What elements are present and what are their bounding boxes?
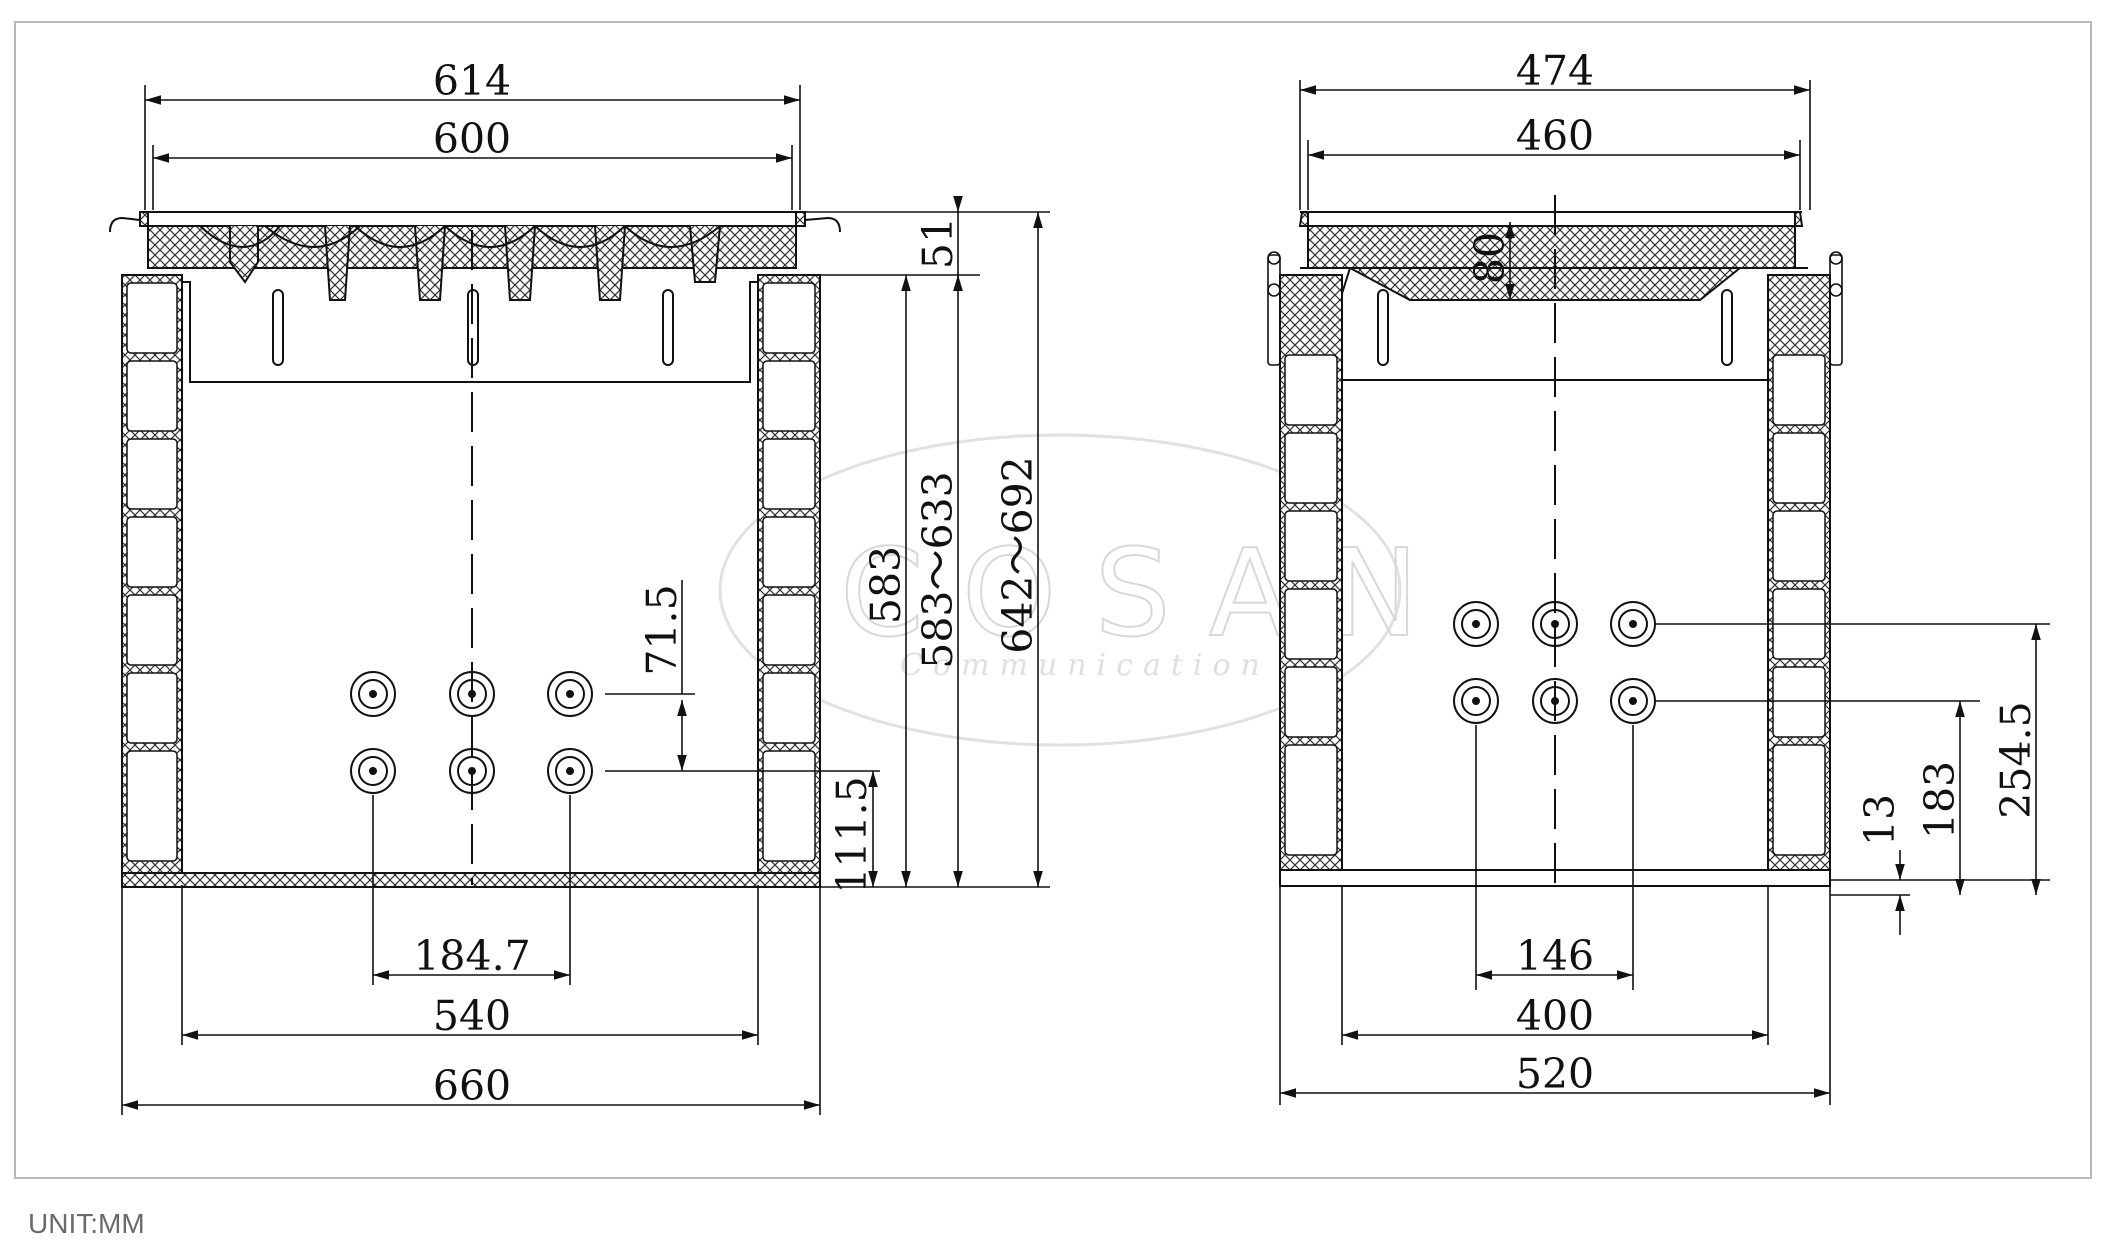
- front-view: [109, 211, 841, 888]
- front-dim-660: 660: [433, 1062, 511, 1110]
- front-dim-51: 51: [914, 217, 962, 269]
- front-dimension-labels: 614 600 51 583 583～633 642～692 71.5 111.…: [413, 57, 1042, 1110]
- front-dim-583-633: 583～633: [914, 471, 962, 669]
- side-dim-183: 183: [1916, 761, 1964, 839]
- side-dim-400: 400: [1516, 992, 1594, 1040]
- side-lid: [1298, 211, 1804, 301]
- side-dim-474: 474: [1516, 47, 1594, 95]
- front-dim-184-7: 184.7: [413, 932, 530, 980]
- side-dim-520: 520: [1516, 1050, 1594, 1098]
- side-dim-80: 80: [1466, 232, 1514, 284]
- side-dimension-labels: 474 460 80 254.5 183 13 146 400 520: [1466, 47, 2040, 1098]
- front-dimensions: [121, 85, 1050, 1115]
- unit-label: UNIT:MM: [28, 1208, 145, 1239]
- side-dim-13: 13: [1856, 794, 1904, 846]
- drawing-frame: [14, 21, 2092, 1179]
- side-cable-holes: [1453, 601, 1656, 724]
- front-dim-642-692: 642～692: [994, 456, 1042, 654]
- front-dim-614: 614: [433, 57, 511, 105]
- front-dim-71-5: 71.5: [638, 584, 686, 675]
- side-dim-254-5: 254.5: [1992, 701, 2040, 818]
- front-dim-540: 540: [433, 992, 511, 1040]
- front-dim-111-5: 111.5: [828, 776, 876, 893]
- front-dim-583: 583: [862, 546, 910, 624]
- side-dim-460: 460: [1516, 112, 1594, 160]
- front-lid: [109, 211, 841, 301]
- side-view: [1267, 195, 1843, 887]
- front-dim-600: 600: [433, 115, 511, 163]
- side-dim-146: 146: [1516, 932, 1594, 980]
- side-dimensions: [1279, 80, 2050, 1105]
- front-cable-holes: [350, 671, 593, 794]
